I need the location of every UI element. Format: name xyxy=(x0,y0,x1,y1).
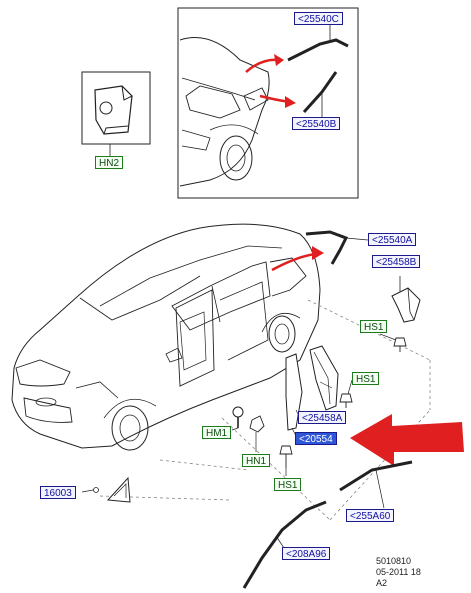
big-red-arrow xyxy=(350,414,464,466)
callout-25458a[interactable]: <25458A xyxy=(298,411,347,424)
callout-25540c[interactable]: <25540C xyxy=(294,12,343,25)
doc-code: 5010810 xyxy=(376,556,412,566)
callout-hs1-a[interactable]: HS1 xyxy=(360,320,388,333)
callout-16003[interactable]: 16003 xyxy=(40,486,76,499)
callout-20554[interactable]: <20554 xyxy=(295,432,337,445)
callout-hm1[interactable]: HM1 xyxy=(202,426,232,439)
clip-hs1-b xyxy=(339,379,353,408)
mirror-cover-16003 xyxy=(81,476,131,503)
moulding-208a96 xyxy=(242,500,327,589)
doc-sheet: A2 xyxy=(376,578,388,588)
leader-25540a xyxy=(345,237,369,241)
callout-hs1-c[interactable]: HS1 xyxy=(274,478,302,491)
callout-hs1-b[interactable]: HS1 xyxy=(352,372,380,385)
moulding-255a60 xyxy=(339,460,413,492)
red-arrow-roof xyxy=(271,252,317,272)
main-car-drawing xyxy=(11,223,321,451)
callout-hn2[interactable]: HN2 xyxy=(95,156,124,169)
bracket-25458b xyxy=(391,276,421,323)
callout-208a96[interactable]: <208A96 xyxy=(282,547,331,560)
callout-25540b[interactable]: <25540B xyxy=(292,117,341,130)
callout-hn1[interactable]: HN1 xyxy=(242,454,271,467)
red-arrow-roof-head xyxy=(312,246,324,260)
document-info: 5010810 05-2011 18 A2 xyxy=(376,556,421,589)
hn2-detail-box xyxy=(81,71,151,156)
callout-25458b[interactable]: <25458B xyxy=(372,255,421,268)
callout-255a60[interactable]: <255A60 xyxy=(346,509,395,522)
leader-255a60 xyxy=(375,469,385,509)
leader-208a96 xyxy=(275,535,285,549)
doc-date: 05-2011 18 xyxy=(376,567,421,577)
inset-rear-view-box xyxy=(177,7,359,199)
clip-hs1-a xyxy=(379,333,407,352)
fasteners-left xyxy=(231,406,293,476)
callout-25540a[interactable]: <25540A xyxy=(368,233,417,246)
